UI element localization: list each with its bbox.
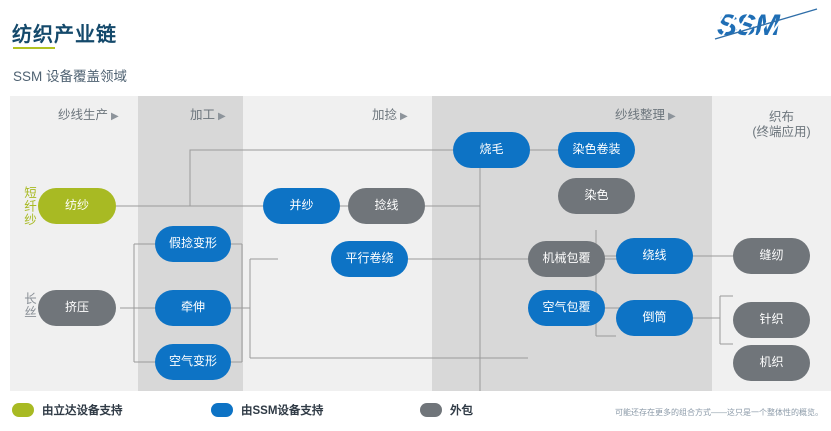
node-label: 假捻变形 xyxy=(168,236,217,251)
legend-item-outsourced: 外包 xyxy=(420,402,473,418)
page-title: 纺织产业链 xyxy=(12,24,117,46)
node-label: 机织 xyxy=(759,355,784,370)
node-jixiebaofu[interactable]: 机械包覆 xyxy=(528,241,605,277)
chevron-right-icon: ▶ xyxy=(111,111,119,122)
column-label: 纱线整理 xyxy=(615,108,666,122)
node-label: 绕线 xyxy=(642,248,667,263)
node-nianxian[interactable]: 捻线 xyxy=(348,188,425,224)
node-kongqibaofu[interactable]: 空气包覆 xyxy=(528,290,605,326)
chevron-right-icon: ▶ xyxy=(668,111,676,122)
node-label: 染色卷装 xyxy=(572,142,621,157)
column-sublabel: (终端应用) xyxy=(752,125,811,139)
title-underline xyxy=(13,47,55,49)
node-label: 空气包覆 xyxy=(542,300,591,315)
node-label: 纺纱 xyxy=(64,198,89,213)
column-label: 加捻 xyxy=(372,108,398,122)
node-kongqibianxing[interactable]: 空气变形 xyxy=(155,344,231,380)
legend: 由立达设备支持 由SSM设备支持 外包 xyxy=(0,398,831,431)
legend-label: 外包 xyxy=(450,405,473,417)
legend-swatch-grey-icon xyxy=(420,403,442,417)
node-label: 机械包覆 xyxy=(542,251,591,266)
node-pingxingjuanrao[interactable]: 平行卷绕 xyxy=(331,241,408,277)
column-header-yarn-finishing: 纱线整理▶ xyxy=(615,104,676,123)
node-fangsha[interactable]: 纺纱 xyxy=(38,188,116,224)
node-label: 烧毛 xyxy=(479,142,504,157)
node-jizhi[interactable]: 机织 xyxy=(733,345,810,381)
legend-item-ssm: 由SSM设备支持 xyxy=(211,402,323,418)
node-fengren[interactable]: 缝纫 xyxy=(733,238,810,274)
node-ransejuanzhuang[interactable]: 染色卷装 xyxy=(558,132,635,168)
node-qianshen[interactable]: 牵伸 xyxy=(155,290,231,326)
node-label: 挤压 xyxy=(64,300,89,315)
footnote: 可能还存在更多的组合方式——这只是一个整体性的概览。 xyxy=(615,408,823,417)
node-label: 倒筒 xyxy=(642,310,667,325)
band-yarn-production xyxy=(10,96,138,391)
node-bingsha[interactable]: 并纱 xyxy=(263,188,340,224)
node-label: 缝纫 xyxy=(759,248,784,263)
chevron-right-icon: ▶ xyxy=(400,111,408,122)
column-label: 加工 xyxy=(190,108,216,122)
node-raoxian[interactable]: 绕线 xyxy=(616,238,693,274)
legend-label: 由SSM设备支持 xyxy=(241,405,324,417)
legend-item-rieter: 由立达设备支持 xyxy=(12,402,123,418)
row-label-filament: 长丝 xyxy=(22,292,36,319)
page-subtitle: SSM 设备覆盖领域 xyxy=(13,69,128,84)
node-label: 并纱 xyxy=(289,198,314,213)
node-shaomao[interactable]: 烧毛 xyxy=(453,132,530,168)
node-label: 平行卷绕 xyxy=(345,251,394,266)
column-header-weaving: 织布 (终端应用) xyxy=(732,110,831,140)
legend-label: 由立达设备支持 xyxy=(42,405,123,417)
node-jiya[interactable]: 挤压 xyxy=(38,290,116,326)
node-ranse[interactable]: 染色 xyxy=(558,178,635,214)
legend-swatch-olive-icon xyxy=(12,403,34,417)
column-label: 织布 xyxy=(768,110,794,124)
connector-lines xyxy=(116,149,733,391)
node-daotong[interactable]: 倒筒 xyxy=(616,300,693,336)
value-chain-diagram: 纱线生产▶ 加工▶ 加捻▶ 纱线整理▶ 织布 (终端应用) 短纤纱 长丝 xyxy=(10,96,831,391)
column-label: 纱线生产 xyxy=(58,108,109,122)
column-header-processing: 加工▶ xyxy=(190,104,226,123)
legend-swatch-blue-icon xyxy=(211,403,233,417)
row-label-staple-yarn: 短纤纱 xyxy=(22,186,36,227)
node-label: 针织 xyxy=(759,312,784,327)
ssm-logo: SSM xyxy=(713,7,821,43)
node-label: 捻线 xyxy=(374,198,399,213)
chevron-right-icon: ▶ xyxy=(218,111,226,122)
node-label: 染色 xyxy=(584,188,609,203)
node-label: 牵伸 xyxy=(180,300,205,315)
node-zhenzhi[interactable]: 针织 xyxy=(733,302,810,338)
node-jianbianxing[interactable]: 假捻变形 xyxy=(155,226,231,262)
column-header-twisting: 加捻▶ xyxy=(372,104,408,123)
column-header-yarn-production: 纱线生产▶ xyxy=(58,104,119,123)
node-label: 空气变形 xyxy=(168,354,217,369)
